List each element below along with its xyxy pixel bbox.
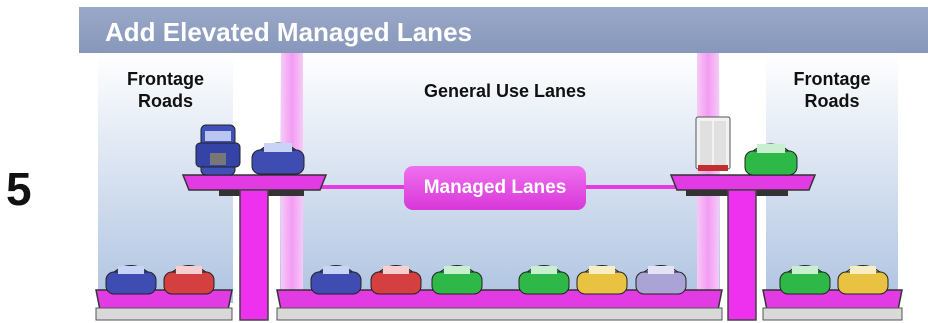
frontage-right-line1: Frontage [793,69,871,89]
frontage-roads-right-label: Frontage Roads [766,68,898,112]
ground-deck-center [276,289,723,321]
car-blue-icon [105,265,157,295]
car-blue-icon [310,265,362,295]
car-green-icon [431,265,483,295]
car-blue-icon [251,142,305,175]
car-yellow-icon [576,265,628,295]
car-red-icon [370,265,422,295]
title-banner: Add Elevated Managed Lanes [79,7,928,53]
truck-white-icon [695,116,731,171]
general-use-lanes-label: General Use Lanes [423,81,587,101]
car-green-icon [779,265,831,295]
truck-blue-icon [195,124,241,176]
frontage-left-line2: Roads [137,91,193,111]
car-lavender-icon [635,265,687,295]
elevated-structure-left [181,174,328,321]
banner-title: Add Elevated Managed Lanes [105,17,472,47]
ground-deck-right [762,289,903,321]
car-red-icon [163,265,215,295]
car-yellow-icon [837,265,889,295]
frontage-roads-left-label: Frontage Roads [98,68,233,112]
frontage-left-line1: Frontage [126,69,204,89]
car-green-icon [744,143,798,176]
managed-lanes-label: Managed Lanes [423,177,567,198]
car-green-icon [518,265,570,295]
step-number: 5 [6,163,32,215]
ground-deck-left [95,289,233,321]
managed-lanes-label-box: Managed Lanes [404,166,586,210]
frontage-right-line2: Roads [804,91,860,111]
